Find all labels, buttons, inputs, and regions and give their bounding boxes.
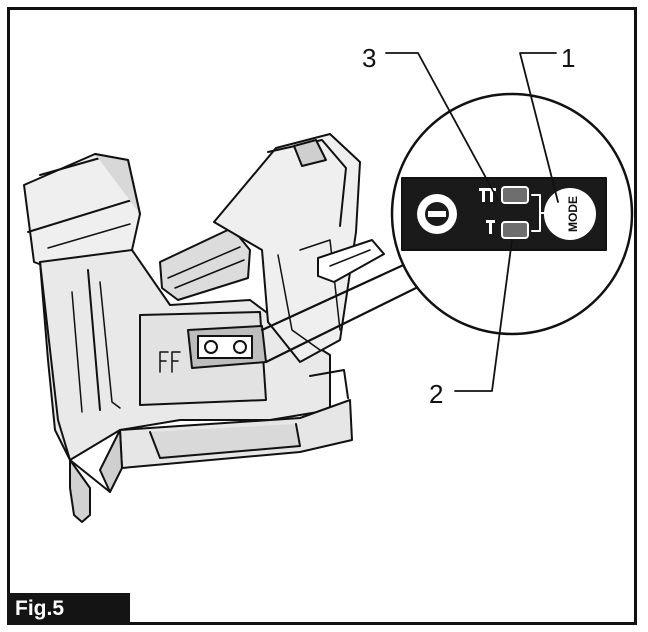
callout-label-1: 1 [561,43,576,73]
belt-hook [317,239,385,283]
ff-mark [159,351,181,373]
zoom-leader-bottom [264,286,418,364]
mode-panel-enlarged: MODE [401,177,607,251]
zoom-leader-top [260,260,412,332]
leader-3 [385,52,499,201]
callout-label-2: 2 [429,379,444,409]
tool-mode-panel [187,325,267,369]
single-nail-icon [486,220,495,234]
tool-handle [159,133,361,363]
figure-label: Fig.5 [7,593,130,625]
mode-button-label: MODE [566,196,580,232]
battery-pack [23,153,141,273]
callout-label-3: 3 [362,43,377,73]
leader-1 [519,52,559,203]
led-indicator-3 [501,186,529,204]
nose-tip [69,459,111,523]
leader-2 [454,239,513,392]
led-indicator-2 [501,221,529,239]
magazine [99,369,353,493]
